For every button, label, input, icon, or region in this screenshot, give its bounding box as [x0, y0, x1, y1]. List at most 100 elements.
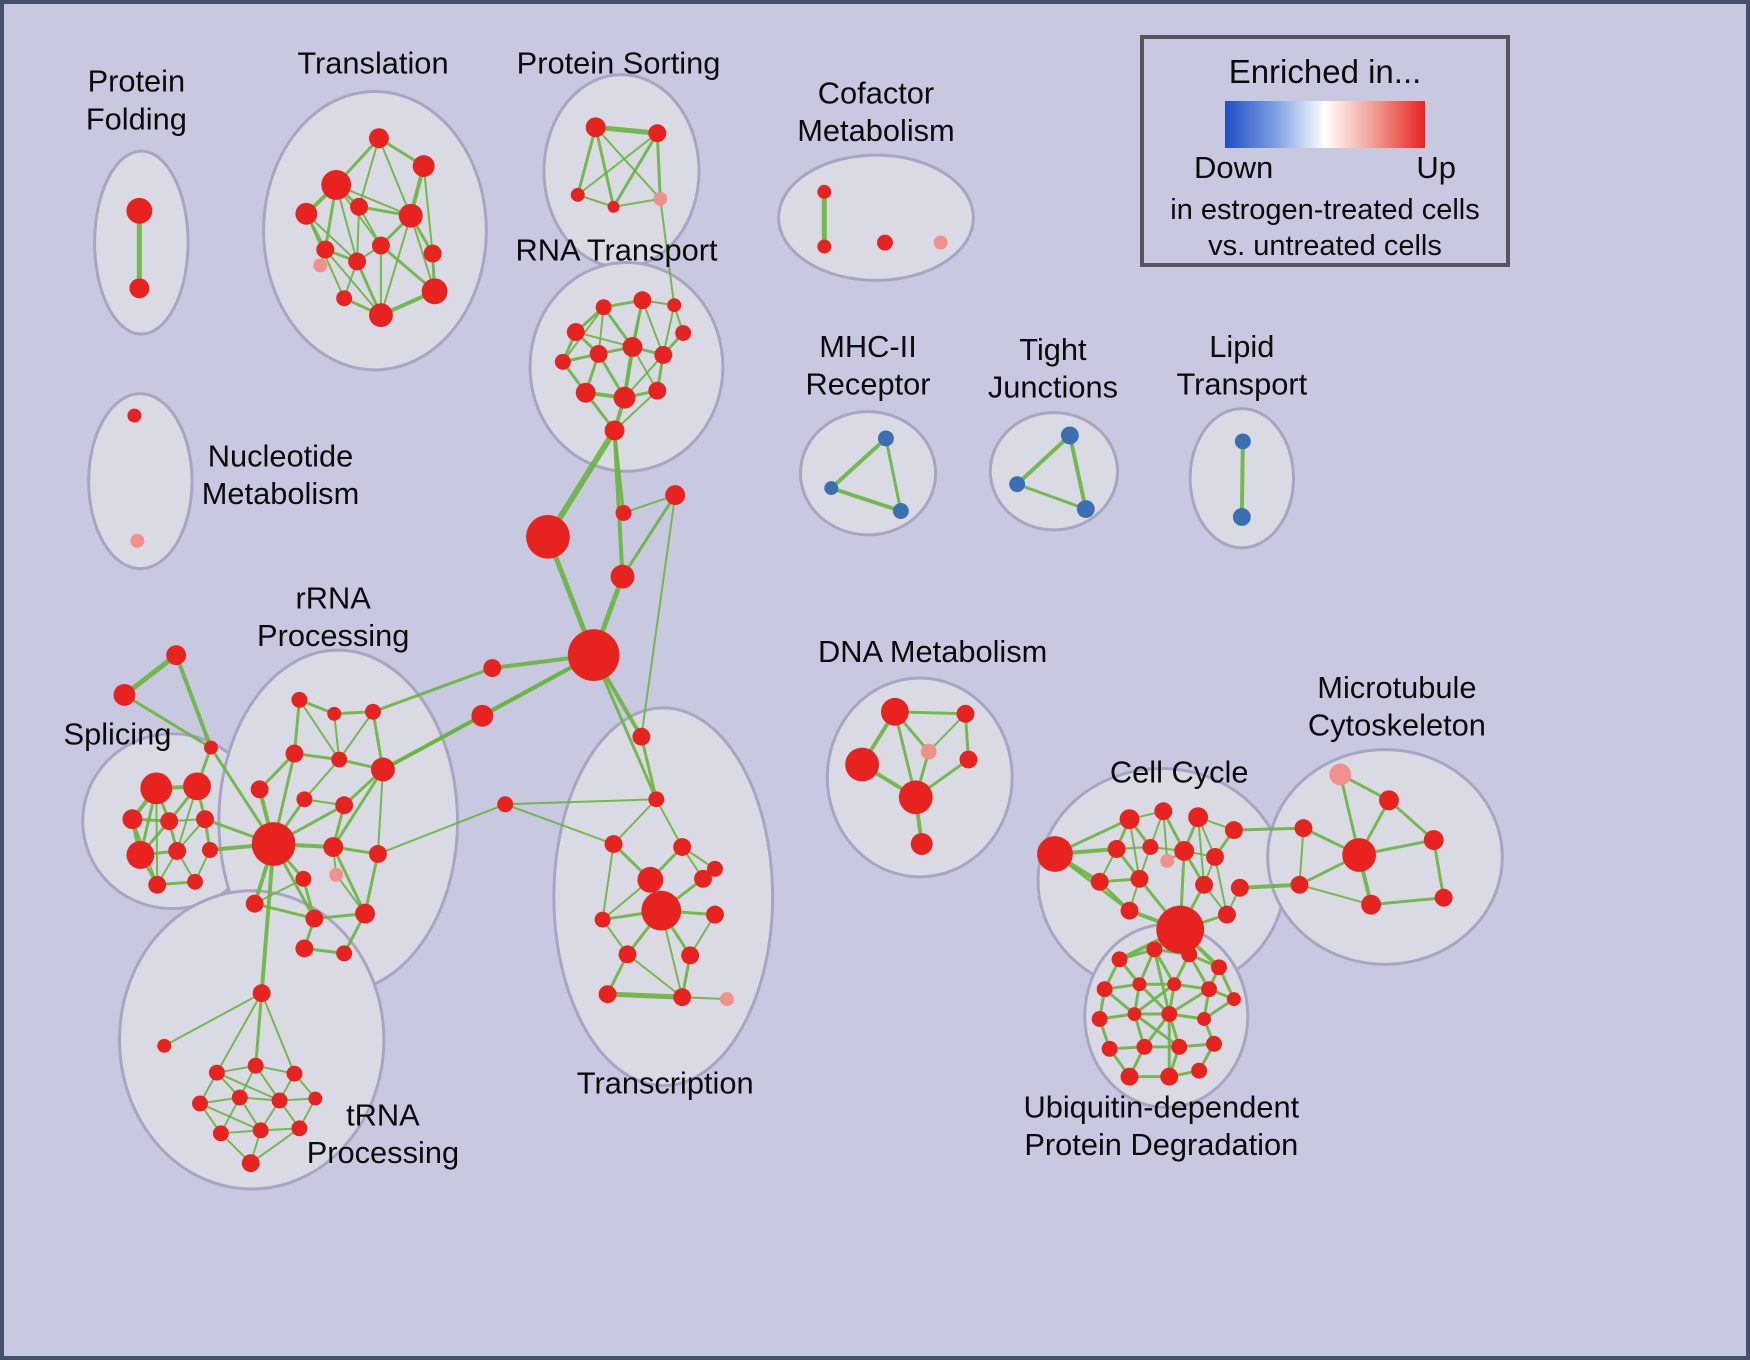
network-node-rr12 [368, 845, 387, 863]
network-edge [379, 214, 412, 317]
network-edge [363, 852, 380, 916]
network-edge [122, 693, 213, 750]
network-node-rt7 [589, 344, 608, 363]
network-node-cc3 [1154, 802, 1173, 821]
network-node-rr13 [295, 870, 312, 887]
network-node-tj2 [1009, 476, 1026, 493]
network-node-rr6 [370, 757, 395, 782]
network-node-cc6 [1107, 840, 1126, 858]
network-edge [324, 248, 382, 317]
network-node-cc7 [1142, 839, 1159, 855]
network-node-cf1 [817, 184, 832, 199]
network-node-lp1 [1234, 433, 1251, 450]
network-node-ub13 [1197, 1012, 1212, 1026]
network-edge [1298, 827, 1305, 886]
network-node-ub12 [1161, 1006, 1178, 1022]
network-node-sp9 [148, 875, 167, 894]
network-node-sp8 [201, 842, 218, 858]
network-node-ub19 [1160, 1067, 1179, 1086]
network-node-cc4 [1188, 807, 1209, 828]
network-edge [338, 710, 374, 761]
network-node-sp3 [122, 809, 143, 830]
network-node-cc10 [1090, 872, 1109, 891]
network-node-rt1 [566, 323, 585, 342]
cluster-ellipse-mhc-ii-receptor [798, 410, 938, 537]
network-node-ub4 [1211, 959, 1227, 976]
network-node-cc15 [1120, 901, 1139, 920]
network-edge [1128, 818, 1141, 880]
network-node-tr13 [368, 303, 393, 328]
network-node-sp5 [196, 810, 214, 829]
network-node-ub11 [1127, 1007, 1142, 1021]
network-edge [1213, 855, 1228, 916]
network-node-rt9 [654, 345, 673, 364]
network-node-dm1 [880, 697, 909, 726]
network-node-rr17 [355, 903, 375, 924]
network-edge [641, 299, 665, 356]
network-node-mc7 [1434, 888, 1453, 907]
network-node-rr4 [285, 744, 304, 763]
network-node-rt4 [667, 298, 682, 313]
network-node-ps4 [607, 200, 620, 213]
network-edge [409, 214, 436, 293]
network-node-rt3 [633, 291, 652, 310]
network-node-tr2 [295, 202, 318, 225]
network-edge [305, 212, 359, 263]
network-node-cc16 [1156, 905, 1205, 954]
network-node-tc5 [637, 866, 664, 893]
network-node-rr3 [365, 703, 381, 720]
network-node-ps1 [585, 117, 606, 138]
network-edge [303, 758, 341, 801]
network-node-cc8 [1174, 841, 1195, 861]
network-node-ta2 [157, 1038, 172, 1053]
cluster-label-dna-metabolism: DNA Metabolism [818, 634, 1047, 669]
network-edge [626, 953, 684, 999]
network-node-ub14 [1101, 1040, 1118, 1057]
network-edge [1298, 883, 1373, 906]
network-edge [331, 845, 367, 916]
network-node-tc10 [618, 945, 637, 964]
network-edge [576, 125, 598, 197]
network-node-tc15 [719, 992, 734, 1007]
network-node-ta6 [192, 1095, 208, 1112]
network-node-rr2 [327, 706, 342, 721]
network-edge [659, 197, 676, 307]
network-node-x3 [665, 485, 686, 506]
network-node-ta7 [231, 1089, 248, 1106]
cluster-label-splicing: Splicing [64, 717, 172, 752]
network-node-tr5 [350, 197, 368, 216]
network-node-x1 [526, 514, 570, 559]
network-edge [254, 991, 264, 1068]
network-node-ub3 [1181, 946, 1198, 963]
network-node-ub18 [1120, 1067, 1139, 1086]
network-node-dm4 [920, 743, 937, 760]
network-edge [1015, 482, 1088, 511]
network-edge [829, 486, 903, 513]
network-node-rr9 [335, 796, 354, 815]
network-node-ub17 [1206, 1035, 1222, 1052]
network-node-rr8 [296, 791, 313, 808]
network-edge [1067, 433, 1088, 511]
cluster-label-transcription: Transcription [577, 1066, 754, 1101]
network-node-ub5 [1096, 981, 1113, 998]
network-node-rt8 [622, 337, 643, 357]
network-node-rt5 [675, 325, 692, 342]
network-node-nm2 [130, 533, 145, 548]
network-node-mh3 [892, 503, 909, 519]
network-edge [331, 767, 385, 849]
network-edge [253, 877, 305, 905]
network-node-ta1 [252, 984, 271, 1003]
network-edge [356, 205, 361, 263]
cluster-ellipse-microtubule-cytoskeleton [1266, 748, 1504, 966]
network-node-tc11 [681, 946, 700, 965]
cluster-ellipse-rna-transport [528, 260, 725, 473]
network-edge [163, 992, 263, 1047]
network-node-ub7 [1167, 977, 1182, 992]
network-node-ta8 [271, 1092, 288, 1109]
